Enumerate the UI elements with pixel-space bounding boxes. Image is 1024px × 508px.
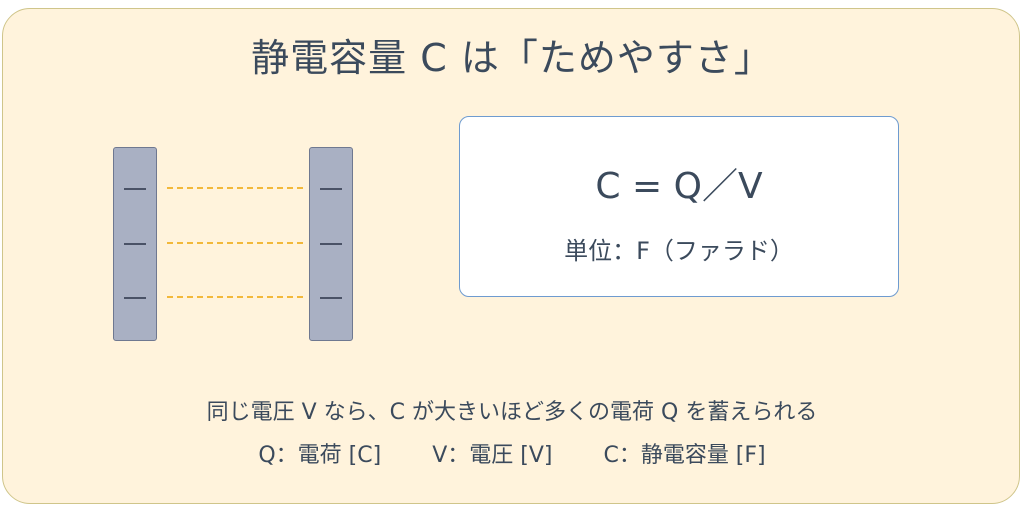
field-line [167, 242, 303, 244]
minus-charge-mark [124, 188, 146, 190]
variable-legend: Q：電荷 [C] V：電圧 [V] C：静電容量 [F] [3, 437, 1021, 469]
capacitance-formula: C = Q／V [595, 166, 763, 207]
minus-charge-mark [124, 297, 146, 299]
explanation-caption: 同じ電圧 V なら、C が大きいほど多くの電荷 Q を蓄えられる [206, 400, 818, 425]
legend-capacitance: C：静電容量 [F] [603, 443, 766, 468]
diagram-title: 静電容量 C は「ためやすさ」 [251, 36, 773, 80]
unit-label: 単位：F（ファラド） [564, 237, 794, 265]
field-line [167, 296, 303, 298]
minus-charge-mark [320, 243, 342, 245]
field-line [167, 187, 303, 189]
right-capacitor-plate [309, 147, 353, 341]
minus-charge-mark [320, 297, 342, 299]
minus-charge-mark [320, 188, 342, 190]
left-capacitor-plate [113, 147, 157, 341]
minus-charge-mark [124, 243, 146, 245]
legend-charge: Q：電荷 [C] [258, 443, 382, 468]
diagram-card: 静電容量 C は「ためやすさ」 C = Q／V 単位：F（ファラド） 同じ電圧 … [2, 8, 1020, 504]
formula-box: C = Q／V 単位：F（ファラド） [459, 116, 899, 297]
legend-voltage: V：電圧 [V] [432, 443, 553, 468]
